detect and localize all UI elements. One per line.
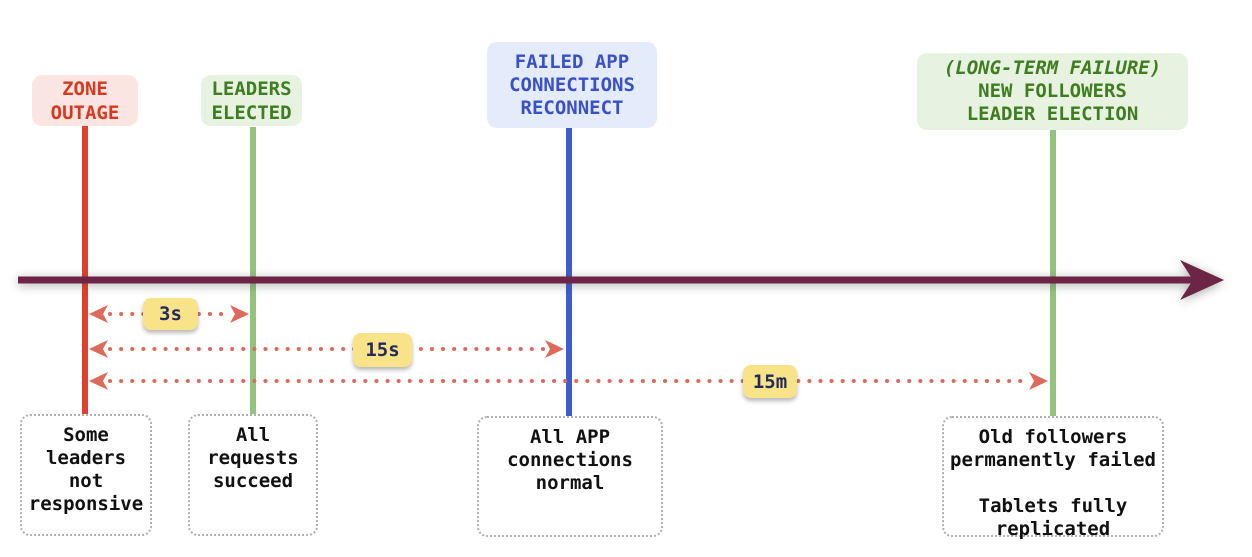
- event-label-long-term-failure: (LONG-TERM FAILURE) NEW FOLLOWERS LEADER…: [917, 53, 1188, 130]
- arrowhead-left-3s: [89, 305, 108, 323]
- note-line: not: [68, 470, 104, 492]
- note-line: responsive: [28, 493, 144, 515]
- note-box-leaders-elected: All requests succeed: [188, 414, 318, 536]
- note-line: [944, 472, 1162, 495]
- event-label-line: LEADER ELECTION: [966, 103, 1139, 125]
- event-label-failed-app-reconnect: FAILED APP CONNECTIONS RECONNECT: [487, 42, 657, 128]
- duration-arrowheads: [89, 305, 1048, 390]
- time-axis-arrowhead: [1180, 260, 1224, 300]
- duration-label-3s: 3s: [143, 298, 198, 330]
- arrowhead-right-3s: [230, 305, 249, 323]
- note-box-failed-app-reconnect: All APP connections normal: [477, 416, 663, 537]
- event-label-line: RECONNECT: [520, 96, 624, 119]
- duration-dotted-lines: [108, 312, 1032, 383]
- arrowhead-right-15s: [545, 340, 564, 358]
- note-line: connections: [507, 449, 633, 471]
- event-label-line: OUTAGE: [50, 101, 120, 124]
- event-label-line: FAILED APP: [514, 50, 630, 73]
- note-line: leaders: [45, 447, 127, 469]
- event-label-line: ELECTED: [211, 101, 292, 124]
- arrowhead-right-15m: [1029, 372, 1048, 390]
- note-line: Old followers: [978, 426, 1128, 448]
- arrowhead-left-15m: [89, 372, 108, 390]
- duration-label-15s: 15s: [353, 333, 412, 367]
- note-line: All APP: [529, 426, 611, 448]
- note-line: replicated: [995, 518, 1111, 540]
- event-label-line: CONNECTIONS: [509, 73, 635, 96]
- note-line: Some: [63, 424, 109, 446]
- note-line: permanently failed: [950, 449, 1156, 471]
- note-box-long-term-failure: Old followers permanently failed Tablets…: [942, 416, 1164, 540]
- event-label-leaders-elected: LEADERS ELECTED: [201, 75, 302, 126]
- event-label-line: NEW FOLLOWERS: [978, 80, 1127, 102]
- event-label-line: ZONE: [62, 77, 108, 100]
- duration-value: 3s: [159, 303, 182, 325]
- event-label-line: LEADERS: [211, 77, 292, 100]
- note-line: succeed: [212, 470, 294, 492]
- duration-value: 15s: [365, 339, 400, 361]
- note-line: requests: [207, 447, 299, 469]
- note-line: Tablets fully: [978, 495, 1128, 517]
- note-box-zone-outage: Some leaders not responsive: [20, 414, 152, 536]
- event-label-zone-outage: ZONE OUTAGE: [32, 75, 138, 126]
- note-line: All: [235, 424, 271, 446]
- note-line: normal: [535, 472, 605, 494]
- event-label-line: (LONG-TERM FAILURE): [943, 57, 1162, 79]
- arrowhead-left-15s: [89, 340, 108, 358]
- time-axis: [18, 260, 1224, 300]
- duration-value: 15m: [752, 370, 788, 393]
- duration-label-15m: 15m: [743, 365, 797, 398]
